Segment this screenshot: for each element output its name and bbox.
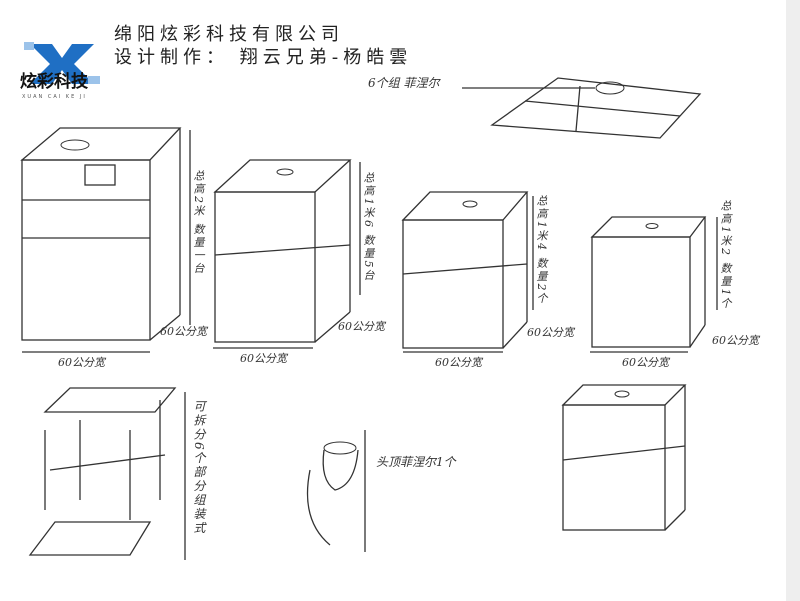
unit2-width-note: 60公分宽: [240, 352, 287, 365]
fresnel-note: 头顶菲涅尔1个: [376, 455, 456, 469]
top-panel-note: 6个组 菲涅尔: [368, 76, 440, 90]
xc-logo-icon: [24, 42, 100, 84]
unit2-height-note: 总高1米6 数量5台: [362, 172, 375, 283]
unit2-depth-note: 60公分宽: [338, 320, 385, 333]
unit3-height-note: 总高1米4 数量2个: [535, 195, 548, 306]
exploded-unit-sketch: [28, 387, 186, 560]
unit4-depth-note: 60公分宽: [712, 334, 759, 347]
unit-2m-sketch: [20, 127, 191, 353]
unit-extra-sketch: [561, 384, 687, 531]
company-title: 绵阳炫彩科技有限公司: [114, 24, 344, 45]
unit1-depth-note: 60公分宽: [160, 325, 207, 338]
unit4-width-note: 60公分宽: [622, 356, 669, 369]
logo-name: 炫彩科技: [20, 72, 88, 92]
fresnel-head-sketch: [306, 430, 366, 552]
unit-1m6-sketch: [213, 159, 361, 349]
unit1-width-note: 60公分宽: [58, 356, 105, 369]
disassembly-note: 可拆分6个部分组装式: [192, 400, 206, 536]
logo-subtitle: XUAN CAI KE JI: [22, 94, 87, 100]
unit3-depth-note: 60公分宽: [527, 326, 574, 339]
design-credit: 设计制作： 翔云兄弟-杨皓雲: [114, 47, 413, 68]
unit-1m2-sketch: [590, 216, 718, 353]
unit-1m4-sketch: [401, 191, 534, 353]
top-panel-sketch: [462, 77, 702, 139]
unit4-height-note: 总高1米2 数量1个: [719, 200, 732, 311]
unit1-height-note: 总高2米 数量一台: [192, 170, 205, 276]
unit3-width-note: 60公分宽: [435, 356, 482, 369]
